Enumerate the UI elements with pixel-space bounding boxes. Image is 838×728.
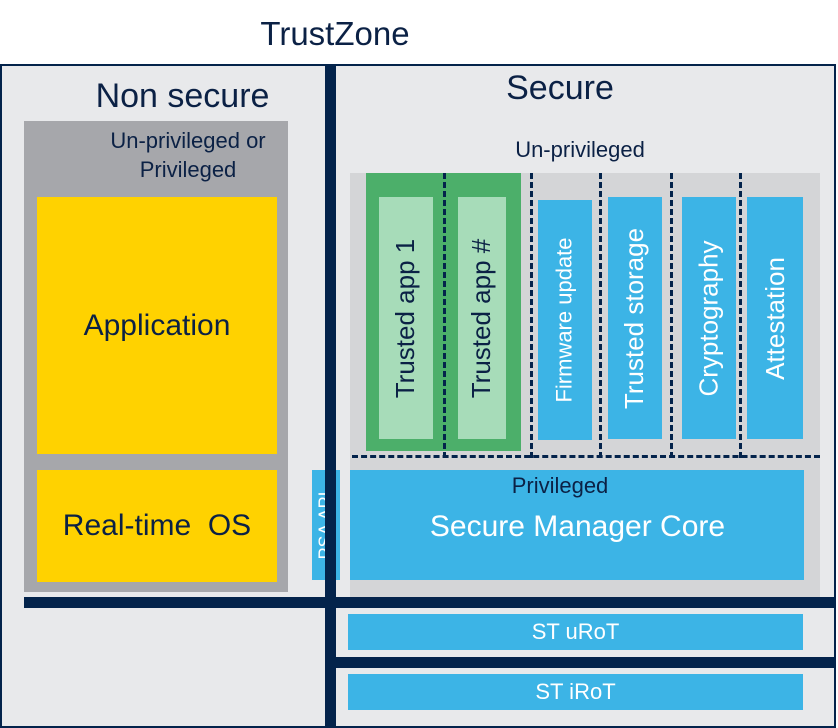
dashed-divider-horizontal — [352, 455, 820, 458]
dashed-divider — [739, 173, 742, 458]
horizontal-divider-upper — [24, 597, 836, 608]
mode-label-line2: Privileged — [139, 157, 237, 182]
trusted-app-n: Trusted app # — [458, 197, 506, 439]
firmware-update-label: Firmware update — [552, 237, 578, 403]
rtos-box: Real-time OS — [37, 470, 277, 582]
trusted-storage-box: Trusted storage — [608, 197, 662, 439]
dashed-divider — [599, 173, 602, 458]
cryptography-box: Cryptography — [682, 197, 736, 439]
mode-label-line1: Un-privileged or — [110, 128, 266, 153]
trusted-storage-label: Trusted storage — [619, 227, 650, 409]
firmware-update-box: Firmware update — [538, 200, 592, 440]
trusted-app-1-label: Trusted app 1 — [390, 238, 421, 398]
st-irot-box: ST iRoT — [348, 674, 803, 710]
dashed-divider — [670, 173, 673, 458]
attestation-label: Attestation — [759, 256, 790, 380]
privileged-label: Privileged — [511, 473, 609, 498]
trustzone-vertical-divider — [325, 64, 336, 728]
unprivileged-label: Un-privileged — [515, 137, 645, 162]
diagram-title: TrustZone — [260, 15, 410, 52]
st-urot-box: ST uRoT — [348, 614, 803, 650]
dashed-divider — [443, 173, 446, 458]
trusted-app-1: Trusted app 1 — [379, 197, 433, 439]
dashed-divider — [530, 173, 533, 458]
secure-heading: Secure — [506, 68, 614, 107]
application-box: Application — [37, 197, 277, 454]
non-secure-heading: Non secure — [95, 76, 270, 115]
cryptography-label: Cryptography — [693, 239, 724, 397]
non-secure-mode-label: Un-privileged or Privileged — [90, 124, 286, 186]
secure-manager-core-box — [350, 470, 804, 580]
horizontal-divider-lower — [325, 657, 836, 668]
secure-manager-core-label: Secure Manager Core — [429, 510, 726, 543]
trusted-app-n-label: Trusted app # — [466, 238, 497, 398]
attestation-box: Attestation — [747, 197, 803, 439]
